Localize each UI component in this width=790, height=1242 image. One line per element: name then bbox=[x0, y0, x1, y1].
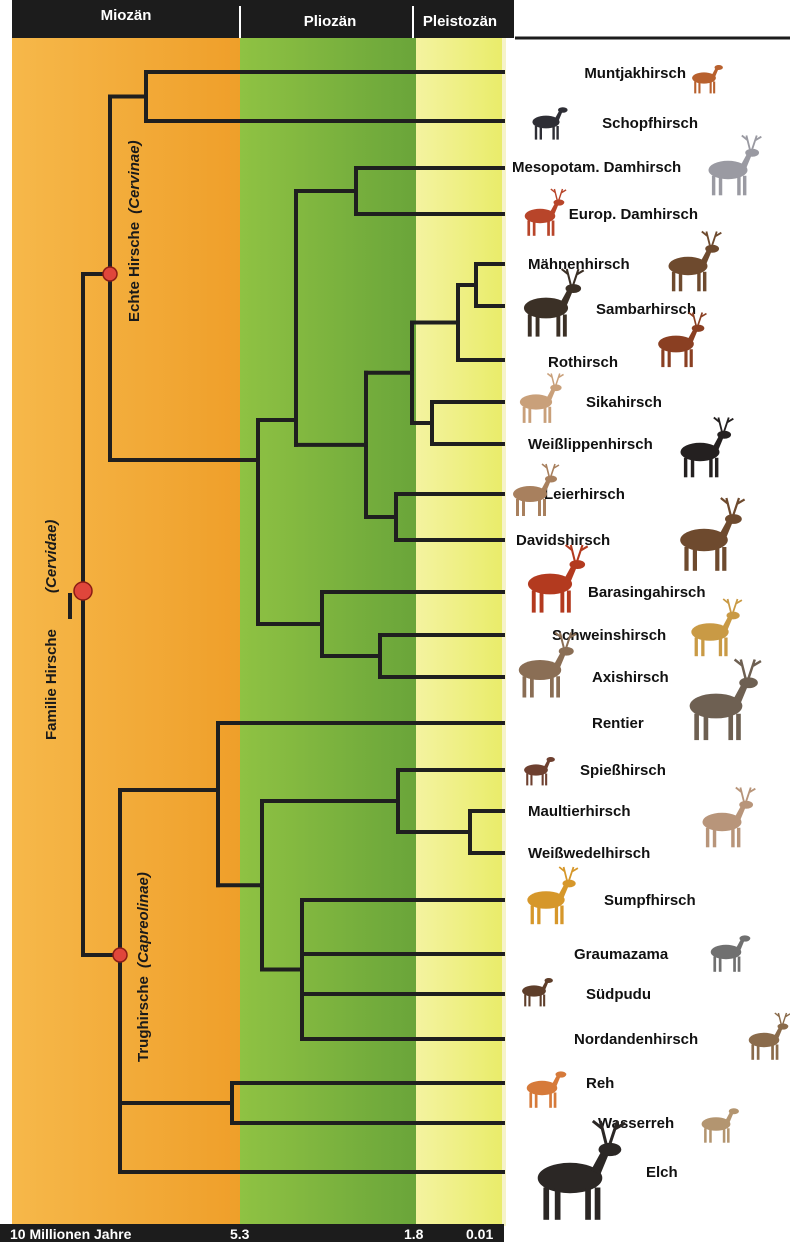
cervinae-label: Echte Hirsche (Cervinae) bbox=[126, 140, 143, 322]
deer-illustration-19 bbox=[711, 935, 751, 971]
node-capreolinae bbox=[113, 948, 127, 962]
deer-illustration-8 bbox=[520, 374, 564, 423]
pleistocene-band bbox=[416, 38, 502, 1226]
deer-illustration-5 bbox=[668, 232, 721, 292]
family-label: Familie Hirsche (Cervidae) bbox=[43, 520, 60, 740]
node-cervidae bbox=[74, 582, 92, 600]
species-label-3: Mesopotam. Damhirsch bbox=[512, 159, 681, 176]
species-label-12: Barasingahirsch bbox=[588, 584, 706, 601]
axis-tick-10: 10 Millionen Jahre bbox=[10, 1226, 132, 1242]
deer-illustration-6 bbox=[524, 269, 584, 337]
deer-illustration-24 bbox=[538, 1121, 625, 1220]
axis-tick-1-8: 1.8 bbox=[404, 1226, 424, 1242]
node-cervinae bbox=[103, 267, 117, 281]
deer-illustration-17 bbox=[702, 788, 755, 848]
deer-illustration-11 bbox=[680, 498, 744, 571]
species-label-15: Rentier bbox=[592, 715, 644, 732]
deer-illustration-9 bbox=[680, 418, 733, 478]
deer-illustration-14 bbox=[519, 633, 577, 698]
deer-illustration-13 bbox=[691, 599, 742, 656]
species-label-6: Sambarhirsch bbox=[596, 301, 696, 318]
species-label-25: Elch bbox=[646, 1164, 678, 1181]
deer-illustration-22 bbox=[527, 1071, 567, 1107]
axis-tick-0-01: 0.01 bbox=[466, 1226, 493, 1242]
deer-illustration-3 bbox=[708, 136, 761, 196]
deer-illustration-16 bbox=[524, 757, 555, 785]
species-label-18: Weißwedelhirsch bbox=[528, 845, 650, 862]
species-label-8: Sikahirsch bbox=[586, 394, 662, 411]
species-label-23: Reh bbox=[586, 1075, 614, 1092]
family-marker-bar bbox=[68, 593, 72, 619]
deer-illustration-7 bbox=[658, 313, 706, 368]
deer-illustration-23 bbox=[702, 1108, 739, 1142]
species-label-20: Graumazama bbox=[574, 946, 669, 963]
species-label-7: Rothirsch bbox=[548, 354, 618, 371]
deer-illustration-2 bbox=[532, 107, 567, 139]
species-label-17: Maultierhirsch bbox=[528, 803, 631, 820]
deer-illustration-21 bbox=[749, 1013, 790, 1060]
deer-illustration-20 bbox=[522, 978, 553, 1006]
epoch-label-pliocene: Pliozän bbox=[304, 13, 357, 30]
deer-illustration-1 bbox=[692, 65, 723, 93]
species-label-10: Leierhirsch bbox=[544, 486, 625, 503]
species-label-21: Südpudu bbox=[586, 986, 651, 1003]
holocene-band bbox=[502, 38, 506, 1226]
species-label-11: Davidshirsch bbox=[516, 532, 610, 549]
species-label-4: Europ. Damhirsch bbox=[569, 206, 698, 223]
deer-illustration-4 bbox=[525, 189, 566, 236]
epoch-label-miocene: Miozän bbox=[101, 7, 152, 24]
axis-tick-5-3: 5.3 bbox=[230, 1226, 250, 1242]
capreolinae-label: Trughirsche (Capreolinae) bbox=[135, 872, 152, 1062]
deer-illustration-18 bbox=[527, 867, 578, 924]
species-label-19: Sumpfhirsch bbox=[604, 892, 696, 909]
epoch-label-pleistocene: Pleistozän bbox=[423, 13, 497, 30]
species-label-16: Spießhirsch bbox=[580, 762, 666, 779]
species-label-24: Wasserreh bbox=[598, 1115, 674, 1132]
deer-illustration-15 bbox=[690, 660, 761, 741]
species-label-22: Nordandenhirsch bbox=[574, 1031, 698, 1048]
species-label-9: Weißlippenhirsch bbox=[528, 436, 653, 453]
pliocene-band bbox=[240, 38, 416, 1226]
species-label-1: Muntjakhirsch bbox=[584, 65, 686, 82]
species-label-14: Axishirsch bbox=[592, 669, 669, 686]
deer-illustration-12 bbox=[528, 545, 588, 613]
species-label-2: Schopfhirsch bbox=[602, 115, 698, 132]
